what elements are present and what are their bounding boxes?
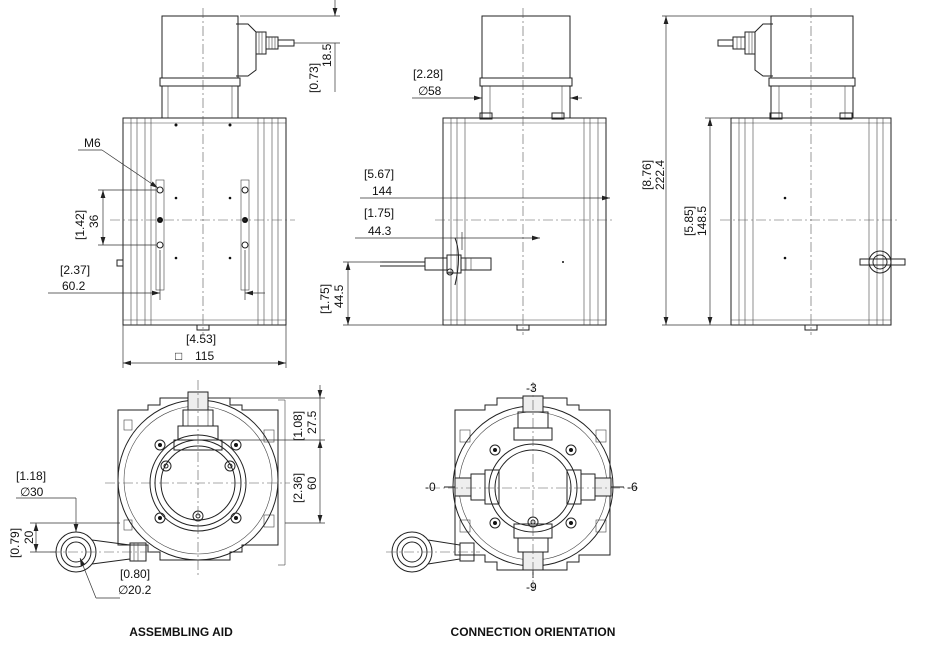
dim-top-in: [1.08] [291, 411, 305, 441]
orientation-right-label: -6 [627, 480, 638, 494]
orientation-left-label: -0 [425, 480, 436, 494]
orientation-bottom-label: -9 [526, 580, 537, 594]
dim-offset-in: [0.79] [8, 528, 22, 558]
dim-aid-dia-in: [1.18] [16, 469, 46, 483]
sensor-head [770, 15, 854, 79]
connector-bottom [513, 523, 553, 578]
dim-hole-in: [0.80] [120, 567, 150, 581]
assembling-aid-tool [50, 531, 150, 573]
dim-square-mm: 115 [195, 349, 214, 363]
main-body [442, 117, 607, 326]
orientation-top-label: -3 [526, 381, 537, 395]
sensor-head [161, 15, 239, 79]
flange-section [161, 85, 239, 119]
dim-dist2-in: [1.75] [364, 206, 394, 220]
connection-orientation-view [386, 382, 640, 590]
dim-mid-mm: 60 [305, 476, 319, 490]
dim-conn-height-mm: 18.5 [320, 43, 334, 67]
dim-dist2-mm: 44.3 [368, 224, 392, 238]
dim-height-in: [1.75] [318, 284, 332, 314]
frame-profile [117, 397, 279, 561]
side-cable-connector [380, 237, 492, 286]
cable-connector [717, 23, 773, 77]
dia-symbol: ∅ [118, 583, 128, 597]
square-symbol: □ [175, 349, 182, 363]
assembling-aid-view [16, 380, 325, 599]
dim-height-mm: 44.5 [332, 284, 346, 308]
dim-total-in: [8.76] [640, 160, 654, 190]
dim-dist1-in: [5.67] [364, 167, 394, 181]
connector-right [566, 469, 624, 505]
sensor-head [481, 15, 571, 79]
dim-hole-span-mm: 60.2 [62, 279, 86, 293]
connector-left [444, 469, 500, 505]
rear-view [662, 8, 906, 335]
dim-aid-dia-mm: 30 [30, 485, 44, 499]
dim-dia-mm: 58 [428, 84, 442, 98]
main-body [730, 117, 892, 326]
dim-hole-spacing-in: [1.42] [73, 210, 87, 240]
dim-total-mm: 222.4 [653, 160, 667, 190]
dim-dia-in: [2.28] [413, 67, 443, 81]
dim-square-in: [4.53] [186, 332, 216, 346]
dim-top-mm: 27.5 [305, 410, 319, 434]
dim-hole-span-in: [2.37] [60, 263, 90, 277]
dim-conn-height-in: [0.73] [307, 63, 321, 93]
dim-offset-mm: 20 [22, 530, 36, 544]
dia-symbol: ∅ [418, 84, 428, 98]
dia-symbol: ∅ [20, 485, 30, 499]
assembling-aid-tool [386, 531, 480, 573]
thread-label: M6 [84, 136, 101, 150]
dim-hole-spacing-mm: 36 [87, 214, 101, 228]
dim-mid-in: [2.36] [291, 473, 305, 503]
side-view [343, 8, 615, 335]
dim-body-in: [5.85] [682, 206, 696, 236]
dim-hole-mm: 20.2 [128, 583, 152, 597]
front-view [48, 0, 340, 368]
cable-connector [236, 23, 295, 77]
frame-profile [454, 397, 611, 571]
dim-dist1-mm: 144 [372, 184, 392, 198]
main-body [122, 117, 287, 326]
caption-assembling-aid: ASSEMBLING AID [129, 625, 233, 639]
caption-connection-orientation: CONNECTION ORIENTATION [451, 625, 616, 639]
dim-body-mm: 148.5 [695, 206, 709, 236]
